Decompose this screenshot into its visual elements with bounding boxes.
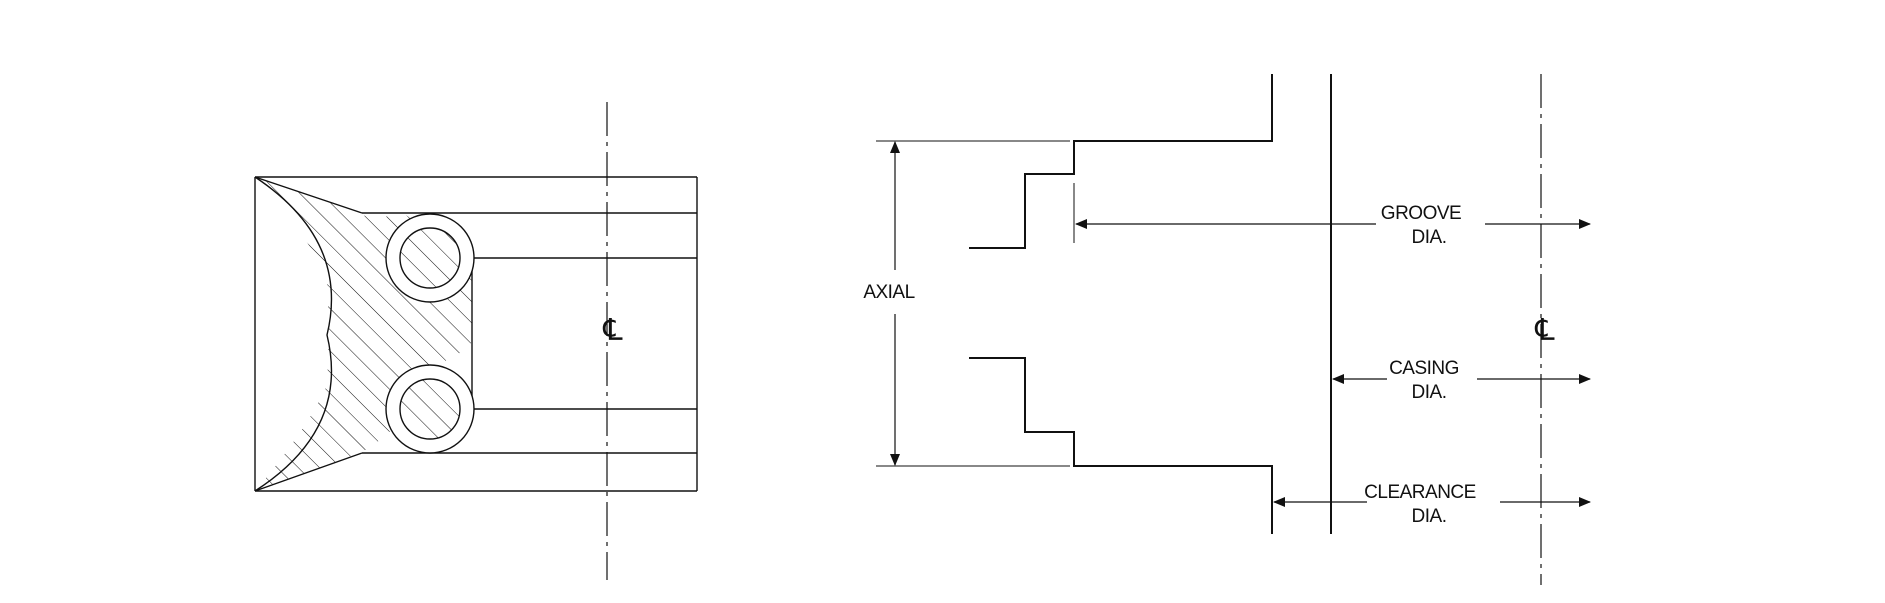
groove-label-line1: GROOVE — [1381, 203, 1461, 224]
section-concave-face — [254, 176, 333, 492]
axial-label: AXIAL — [863, 282, 914, 303]
right-centerline-symbol: ℄ — [1534, 314, 1555, 347]
casing-label-line1: CASING — [1389, 358, 1459, 379]
clearance-label-line1: CLEARANCE — [1364, 482, 1476, 503]
groove-label-line2: DIA. — [1412, 227, 1447, 248]
upper-groove-profile — [969, 74, 1273, 249]
dimension-view: ℄ AXIAL GROOVE DIA. CASING DIA. CLEARANC… — [863, 74, 1591, 585]
casing-label-line2: DIA. — [1412, 382, 1447, 403]
clearance-label-line2: DIA. — [1412, 506, 1447, 527]
lower-lip-edge — [254, 452, 363, 492]
lower-groove-profile — [969, 357, 1273, 534]
lower-o-ring-inner — [399, 378, 461, 440]
seal-section-view: ℄ — [254, 102, 698, 580]
left-centerline-symbol: ℄ — [602, 314, 623, 347]
upper-o-ring-inner — [399, 227, 461, 289]
upper-lip-edge — [254, 176, 363, 214]
